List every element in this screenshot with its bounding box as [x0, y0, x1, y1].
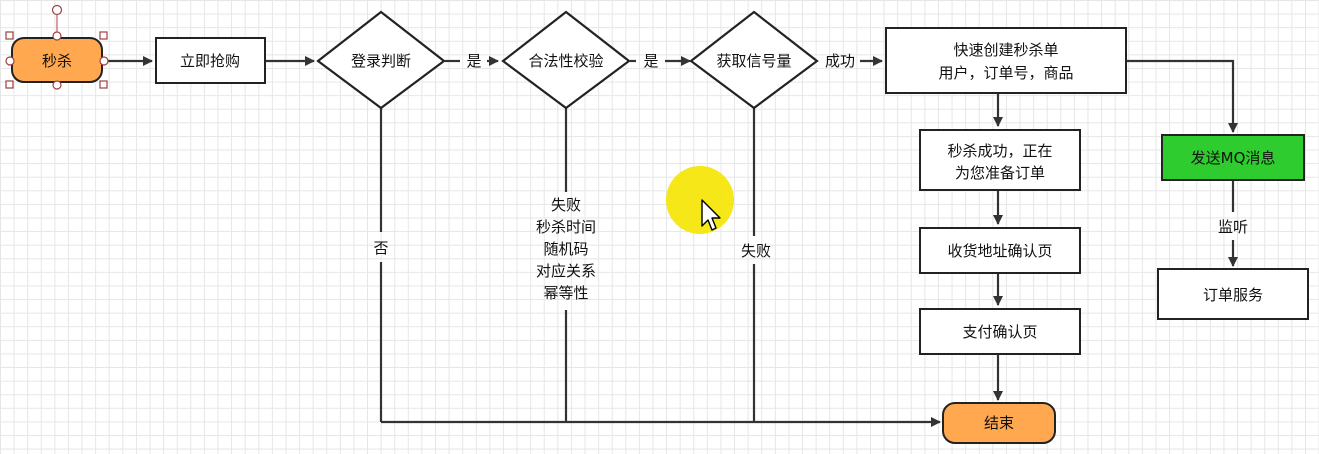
- node-buy-now-label: 立即抢购: [180, 52, 240, 70]
- node-validity-check[interactable]: 合法性校验: [501, 10, 631, 110]
- edge-label-fail-semaphore: 失败: [741, 242, 771, 260]
- rotate-handle[interactable]: [51, 4, 63, 16]
- node-create-order-shape[interactable]: [885, 27, 1127, 94]
- node-start[interactable]: 秒杀: [11, 37, 103, 83]
- node-send-mq-label: 发送MQ消息: [1191, 149, 1276, 167]
- node-end-label: 结束: [984, 414, 1014, 432]
- edge-label-no: 否: [373, 239, 388, 257]
- node-create-order-label-2: 用户，订单号，商品: [938, 64, 1073, 82]
- selection-handles[interactable]: [5, 4, 109, 90]
- node-create-order[interactable]: 快速创建秒杀单 用户，订单号，商品: [885, 27, 1127, 94]
- node-payment-page-label: 支付确认页: [962, 323, 1037, 341]
- node-payment-page[interactable]: 支付确认页: [919, 308, 1081, 355]
- node-buy-now-shape[interactable]: [155, 37, 266, 84]
- resize-handle-right[interactable]: [99, 56, 109, 66]
- node-preparing-label-1: 秒杀成功，正在: [947, 142, 1052, 160]
- node-address-page-shape[interactable]: [919, 227, 1081, 274]
- resize-handle-bottom[interactable]: [52, 80, 62, 90]
- node-address-page[interactable]: 收货地址确认页: [919, 227, 1081, 274]
- resize-handle-top[interactable]: [52, 31, 62, 41]
- node-start-label: 秒杀: [42, 52, 72, 70]
- edge-create-to-mq: [1126, 59, 1238, 133]
- edge-label-fail-reason-2: 秒杀时间: [536, 218, 596, 236]
- node-send-mq-shape[interactable]: [1161, 134, 1305, 181]
- node-get-semaphore-shape[interactable]: [689, 10, 819, 110]
- node-preparing[interactable]: 秒杀成功，正在 为您准备订单: [919, 129, 1081, 191]
- resize-handle-top-right[interactable]: [99, 31, 108, 40]
- node-login-check-shape[interactable]: [316, 10, 446, 110]
- edge-labels: 是 是 成功 否 失败 秒杀时间 随机码 对应关系 幂等性 失败 监听: [373, 52, 1248, 302]
- node-payment-page-shape[interactable]: [919, 308, 1081, 355]
- node-end-shape[interactable]: [942, 402, 1056, 444]
- node-validity-check-label: 合法性校验: [528, 52, 603, 70]
- node-end[interactable]: 结束: [942, 402, 1056, 444]
- cursor-highlight-circle: [666, 166, 734, 234]
- node-get-semaphore[interactable]: 获取信号量: [689, 10, 819, 110]
- node-buy-now[interactable]: 立即抢购: [155, 37, 266, 84]
- node-address-page-label: 收货地址确认页: [947, 242, 1052, 260]
- edge-label-yes-1: 是: [466, 52, 481, 70]
- node-get-semaphore-label: 获取信号量: [716, 52, 791, 70]
- edge-label-yes-2: 是: [643, 52, 658, 70]
- edge-label-listen: 监听: [1218, 218, 1248, 236]
- cursor-highlight: [666, 166, 734, 234]
- node-send-mq[interactable]: 发送MQ消息: [1161, 134, 1305, 181]
- edge-label-success: 成功: [825, 52, 855, 70]
- edges: [104, 56, 1238, 427]
- resize-handle-bottom-right[interactable]: [99, 80, 108, 89]
- node-order-service[interactable]: 订单服务: [1157, 268, 1309, 320]
- mouse-pointer-icon: [701, 199, 721, 231]
- node-order-service-label: 订单服务: [1203, 286, 1263, 304]
- node-order-service-shape[interactable]: [1157, 268, 1309, 320]
- node-login-check[interactable]: 登录判断: [316, 10, 446, 110]
- node-login-check-label: 登录判断: [351, 52, 411, 70]
- node-create-order-label-1: 快速创建秒杀单: [953, 41, 1058, 59]
- edge-label-fail-reason-4: 对应关系: [536, 262, 596, 280]
- edge-label-fail-reason-1: 失败: [551, 196, 581, 214]
- edge-label-fail-reason-5: 幂等性: [543, 284, 588, 302]
- node-preparing-shape[interactable]: [919, 129, 1081, 191]
- resize-handle-left[interactable]: [5, 56, 15, 66]
- node-preparing-label-2: 为您准备订单: [955, 164, 1045, 182]
- edge-label-fail-reason-3: 随机码: [543, 240, 588, 258]
- resize-handle-bottom-left[interactable]: [5, 80, 14, 89]
- resize-handle-top-left[interactable]: [5, 31, 14, 40]
- node-validity-check-shape[interactable]: [501, 10, 631, 110]
